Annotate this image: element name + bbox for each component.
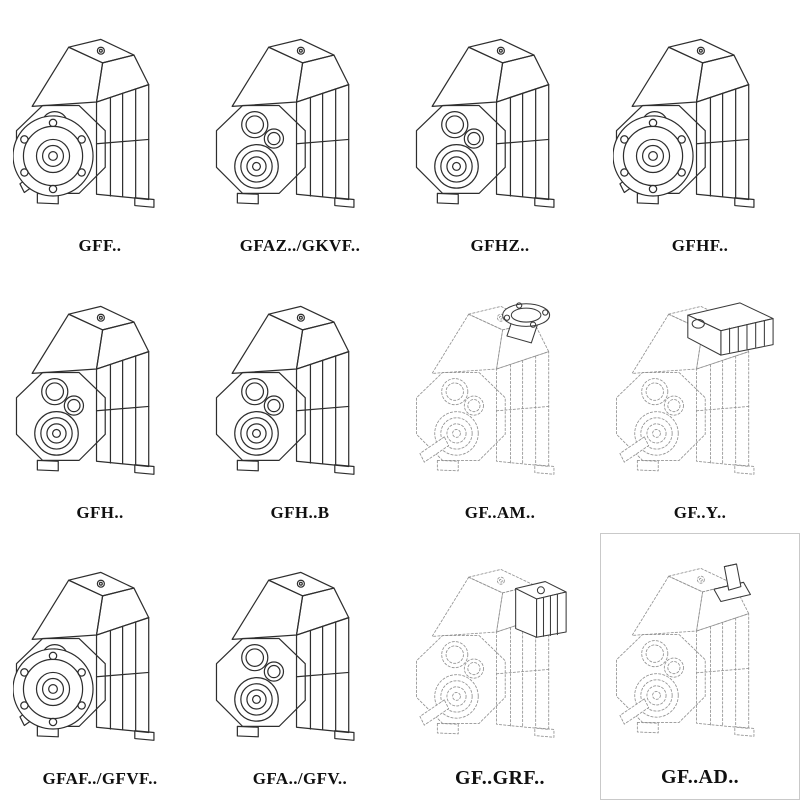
gearbox-hollow-shaft-icon (416, 38, 555, 208)
item-label: GFF.. (78, 235, 122, 255)
item-label: GF..AM.. (464, 502, 536, 522)
item-label: GFH.. (76, 502, 124, 522)
gearbox-input-adapter-dashed-icon (416, 568, 567, 738)
catalog-item-gfh: GFH.. (0, 267, 200, 534)
item-label: GFA../GFV.. (252, 769, 348, 789)
gearbox-top-shaft-dashed-icon (616, 563, 755, 737)
gearbox-flange-output-icon (613, 38, 755, 208)
catalog-item-gff: GFF.. (0, 0, 200, 267)
catalog-item-gfaz-gkvf: GFAZ../GKVF.. (200, 0, 400, 267)
catalog-item-gfh-b: GFH..B (200, 267, 400, 534)
gearbox-hollow-shaft-icon (216, 572, 355, 742)
gearbox-motor-mounted-dashed-icon (616, 302, 774, 475)
catalog-item-gfa-gfv: GFA../GFV.. (200, 533, 400, 800)
item-label: GFHZ.. (470, 235, 530, 255)
gearbox-hollow-shaft-icon (216, 38, 355, 208)
item-label: GF..AD.. (660, 765, 740, 788)
catalog-item-gf-ad: GF..AD.. (600, 533, 800, 800)
catalog-item-gf-y: GF..Y.. (600, 267, 800, 534)
catalog-item-gf-grf: GF..GRF.. (400, 533, 600, 800)
catalog-item-gfhz: GFHZ.. (400, 0, 600, 267)
item-label: GFHF.. (671, 235, 729, 255)
catalog-item-gfhf: GFHF.. (600, 0, 800, 267)
catalog-item-gf-am: GF..AM.. (400, 267, 600, 534)
item-label: GFH..B (270, 502, 330, 522)
gearbox-foot-mounted-icon (216, 305, 355, 475)
gearbox-flange-output-icon (13, 38, 155, 208)
gearbox-input-flange-dashed-icon (416, 302, 555, 475)
item-label: GFAF../GFVF.. (42, 769, 158, 789)
item-label: GF..GRF.. (455, 766, 545, 789)
catalog-item-gfaf-gfvf: GFAF../GFVF.. (0, 533, 200, 800)
item-label: GFAZ../GKVF.. (239, 235, 361, 255)
item-label: GF..Y.. (673, 502, 727, 522)
gearbox-flange-output-icon (13, 572, 155, 742)
gearbox-hollow-shaft-icon (16, 305, 155, 475)
